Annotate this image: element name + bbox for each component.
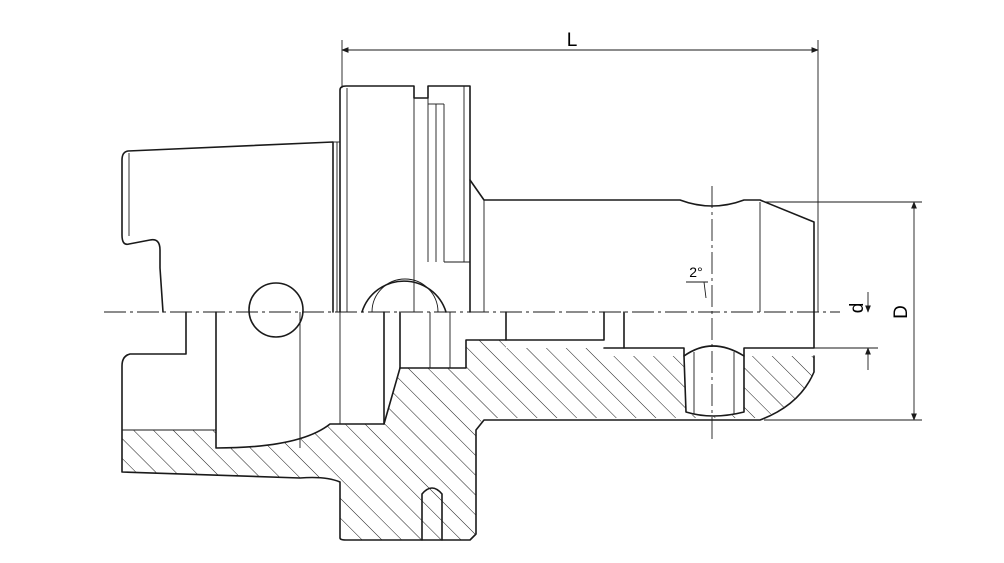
drive-ball: [248, 282, 304, 338]
shank-section-outline: [121, 311, 815, 541]
inner-diameter-label: d: [847, 303, 868, 314]
angle-label: 2°: [689, 264, 702, 280]
dim-length: [341, 40, 819, 312]
section-hatch: [122, 340, 814, 540]
lower-section: [121, 311, 815, 541]
body-outline: [469, 179, 815, 313]
bore-outline: [215, 311, 385, 449]
upper-outline: [121, 85, 815, 338]
flange-outline: [339, 85, 471, 313]
orientation-notch: [361, 280, 447, 313]
dim-outer-diameter: [764, 201, 922, 421]
set-screw: [683, 345, 745, 417]
outer-diameter-label: D: [891, 305, 912, 319]
dim-inner-diameter: [814, 292, 878, 370]
flange-key-slot: [421, 487, 443, 541]
length-label: L: [567, 30, 578, 51]
taper-shank-outline: [121, 141, 334, 313]
